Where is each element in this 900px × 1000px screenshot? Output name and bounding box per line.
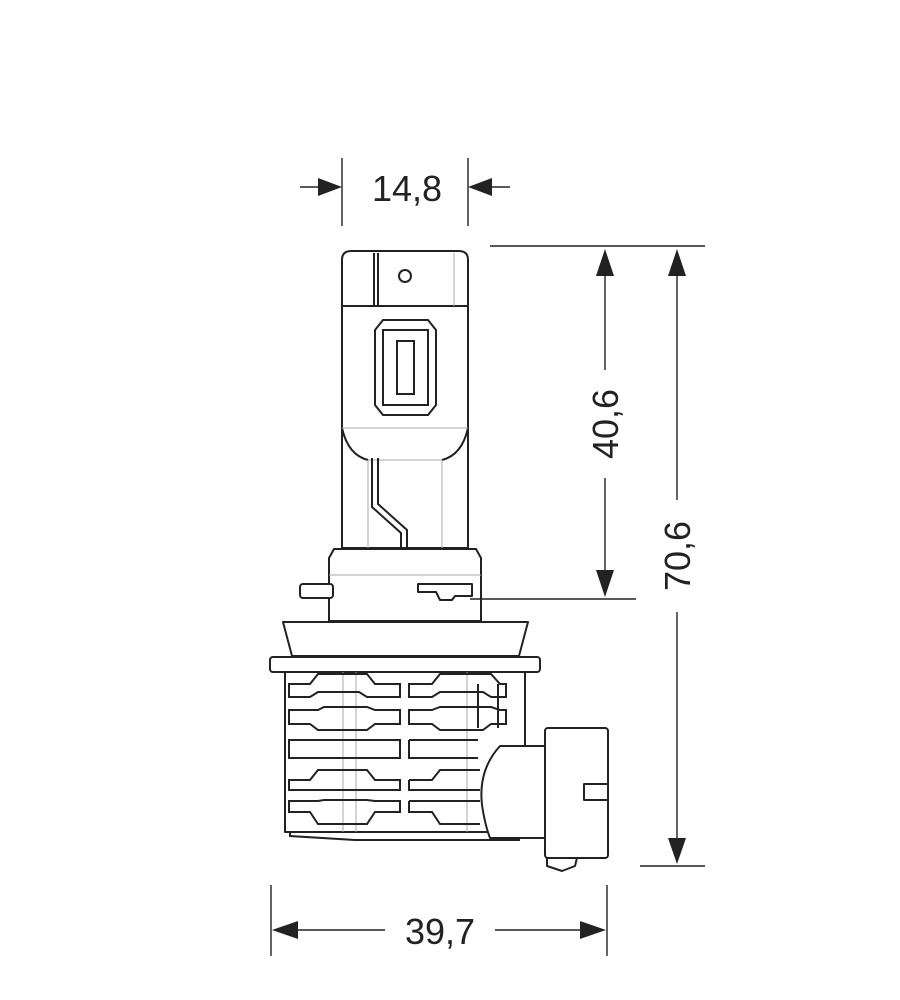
dimension-label-height-total: 70,6 [657, 521, 698, 591]
vent-hole-icon [398, 269, 412, 283]
arrow-down-icon [668, 838, 686, 864]
dimension-label-width-bottom: 39,7 [405, 911, 475, 952]
arrow-left-icon [272, 921, 298, 939]
connector [480, 727, 609, 872]
dimension-label-height-upper: 40,6 [585, 389, 626, 459]
flange [282, 621, 529, 657]
arrow-up-icon [668, 249, 686, 276]
dimension-height-upper: 40,6 [585, 249, 626, 597]
led-capsule [341, 250, 469, 549]
arrow-down-icon [596, 570, 614, 597]
wire [371, 458, 408, 548]
arrow-up-icon [596, 249, 614, 276]
dimension-label-width-top: 14,8 [372, 168, 442, 209]
led-chip [396, 340, 415, 395]
arrow-right-icon [580, 921, 606, 939]
dimension-width-top: 14,8 [300, 158, 510, 226]
base-collar [299, 548, 482, 622]
dimension-height-total: 70,6 [657, 249, 698, 864]
arrow-right-icon [318, 178, 342, 196]
arrow-left-icon [468, 178, 492, 196]
locking-ring [269, 656, 541, 673]
connector-latch [583, 783, 609, 801]
dimension-width-bottom: 39,7 [270, 885, 608, 956]
led-chip-frame [374, 319, 437, 416]
